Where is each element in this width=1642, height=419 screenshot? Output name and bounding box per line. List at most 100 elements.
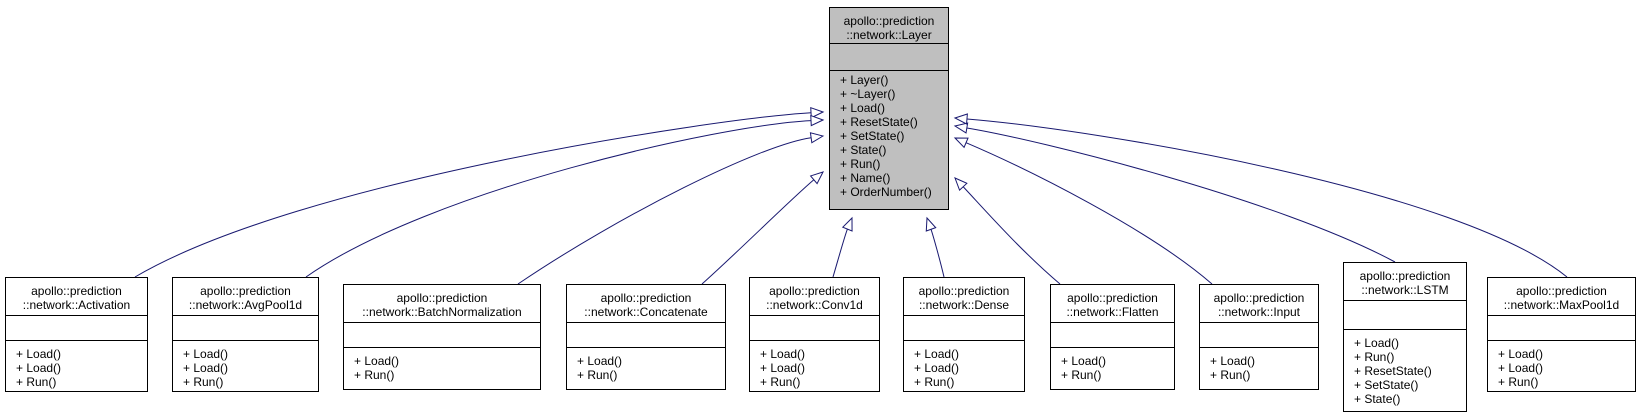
class-name-line: ::network::LSTM	[1361, 283, 1449, 297]
methods-compartment: + Load()+ Run()+ ResetState()+ SetState(…	[1344, 330, 1466, 413]
edge-line	[305, 120, 812, 278]
method-item: + Run()	[1210, 368, 1251, 382]
inheritance-edge-conv1d	[832, 216, 853, 278]
attributes-compartment	[1200, 323, 1318, 348]
method-item: + Load()	[760, 347, 806, 361]
inheritance-edge-batchnormalization	[517, 132, 825, 285]
edge-line	[134, 112, 812, 278]
methods-compartment: + Load()+ Load()+ Run()	[6, 341, 147, 393]
method-item: + Load()	[354, 354, 400, 368]
method-item: + Run()	[760, 375, 801, 389]
inheritance-edge-flatten	[954, 177, 1061, 285]
class-name: apollo::prediction::network::Layer	[830, 8, 948, 44]
derived-class-lstm[interactable]: apollo::prediction::network::LSTM+ Load(…	[1343, 262, 1467, 412]
derived-class-batchnormalization[interactable]: apollo::prediction::network::BatchNormal…	[343, 284, 541, 390]
attributes-compartment	[1488, 316, 1635, 341]
hollow-arrowhead-icon	[954, 177, 968, 192]
method-item: + OrderNumber()	[840, 185, 932, 199]
class-name-line: apollo::prediction	[843, 14, 935, 28]
method-item: + Load()	[16, 361, 62, 375]
attributes-compartment	[750, 316, 879, 341]
class-name-line: ::network::Concatenate	[584, 305, 708, 319]
class-name: apollo::prediction::network::Flatten	[1051, 285, 1174, 323]
class-name: apollo::prediction::network::Dense	[904, 278, 1024, 316]
hollow-arrowhead-icon	[810, 106, 825, 119]
class-name: apollo::prediction::network::BatchNormal…	[344, 285, 540, 323]
method-item: + Load()	[914, 347, 960, 361]
hollow-arrowhead-icon	[925, 216, 937, 232]
derived-class-flatten[interactable]: apollo::prediction::network::Flatten+ Lo…	[1050, 284, 1175, 390]
attributes-compartment	[904, 316, 1024, 341]
method-item: + Run()	[1354, 350, 1395, 364]
method-item: + Load()	[183, 361, 229, 375]
methods-compartment: + Load()+ Load()+ Run()	[750, 341, 879, 393]
class-name-line: ::network::Activation	[22, 298, 131, 312]
class-name-line: ::network::Dense	[918, 298, 1010, 312]
class-name-line: apollo::prediction	[31, 284, 122, 298]
class-name-line: ::network::MaxPool1d	[1503, 298, 1620, 312]
method-item: + Run()	[914, 375, 955, 389]
edge-line	[965, 142, 1213, 285]
methods-compartment: + Load()+ Run()	[1051, 348, 1174, 391]
methods-compartment: + Load()+ Run()	[344, 348, 540, 391]
hollow-arrowhead-icon	[841, 216, 853, 232]
class-name: apollo::prediction::network::MaxPool1d	[1488, 278, 1635, 316]
attributes-compartment	[830, 44, 948, 71]
edge-line	[701, 179, 815, 285]
inheritance-edge-concatenate	[701, 171, 824, 285]
attributes-compartment	[1051, 323, 1174, 348]
class-name-line: apollo::prediction	[1516, 284, 1607, 298]
class-name: apollo::prediction::network::AvgPool1d	[173, 278, 318, 316]
class-name: apollo::prediction::network::LSTM	[1344, 263, 1466, 301]
method-item: + Run()	[840, 157, 881, 171]
methods-compartment: + Load()+ Load()+ Run()	[173, 341, 318, 393]
edge-line	[832, 228, 848, 278]
derived-class-avgpool1d[interactable]: apollo::prediction::network::AvgPool1d+ …	[172, 277, 319, 392]
class-name-line: apollo::prediction	[1213, 291, 1305, 305]
attributes-compartment	[1344, 301, 1466, 330]
hollow-arrowhead-icon	[953, 137, 969, 149]
attributes-compartment	[173, 316, 318, 341]
hollow-arrowhead-icon	[953, 122, 969, 134]
class-name: apollo::prediction::network::Concatenate	[567, 285, 725, 323]
inheritance-edge-input	[953, 137, 1213, 285]
method-item: + Run()	[1498, 375, 1539, 389]
edge-line	[962, 186, 1061, 285]
hollow-arrowhead-icon	[809, 132, 825, 144]
hollow-arrowhead-icon	[953, 113, 968, 125]
inheritance-edge-lstm	[953, 122, 1396, 263]
method-item: + State()	[1354, 392, 1401, 406]
method-item: + Load()	[16, 347, 62, 361]
class-name-line: apollo::prediction	[396, 291, 488, 305]
method-item: + Load()	[1354, 336, 1400, 350]
attributes-compartment	[6, 316, 147, 341]
edge-line	[966, 127, 1396, 263]
method-item: + SetState()	[840, 129, 905, 143]
class-name-line: ::network::Conv1d	[766, 298, 863, 312]
methods-compartment: + Load()+ Run()	[1200, 348, 1318, 391]
derived-class-input[interactable]: apollo::prediction::network::Input+ Load…	[1199, 284, 1319, 390]
methods-compartment: + Load()+ Load()+ Run()	[904, 341, 1024, 393]
method-item: + Name()	[840, 171, 891, 185]
method-item: + Load()	[1061, 354, 1107, 368]
class-name-line: ::network::Flatten	[1066, 305, 1159, 319]
derived-class-dense[interactable]: apollo::prediction::network::Dense+ Load…	[903, 277, 1025, 392]
methods-compartment: + Layer()+ ~Layer()+ Load()+ ResetState(…	[830, 71, 948, 211]
class-name-line: apollo::prediction	[200, 284, 291, 298]
derived-class-concatenate[interactable]: apollo::prediction::network::Concatenate…	[566, 284, 726, 390]
method-item: + Load()	[760, 361, 806, 375]
method-item: + Run()	[183, 375, 224, 389]
class-name-line: ::network::BatchNormalization	[362, 305, 522, 319]
class-name-line: ::network::Layer	[846, 28, 932, 42]
edge-line	[517, 137, 812, 285]
class-name-line: apollo::prediction	[1359, 269, 1451, 283]
method-item: + ResetState()	[840, 115, 918, 129]
class-name: apollo::prediction::network::Conv1d	[750, 278, 879, 316]
method-item: + ~Layer()	[840, 87, 896, 101]
base-class-layer[interactable]: apollo::prediction::network::Layer+ Laye…	[829, 7, 949, 210]
method-item: + ResetState()	[1354, 364, 1432, 378]
derived-class-conv1d[interactable]: apollo::prediction::network::Conv1d+ Loa…	[749, 277, 880, 392]
derived-class-maxpool1d[interactable]: apollo::prediction::network::MaxPool1d+ …	[1487, 277, 1636, 392]
derived-class-activation[interactable]: apollo::prediction::network::Activation+…	[5, 277, 148, 392]
class-name-line: ::network::Input	[1217, 305, 1301, 319]
